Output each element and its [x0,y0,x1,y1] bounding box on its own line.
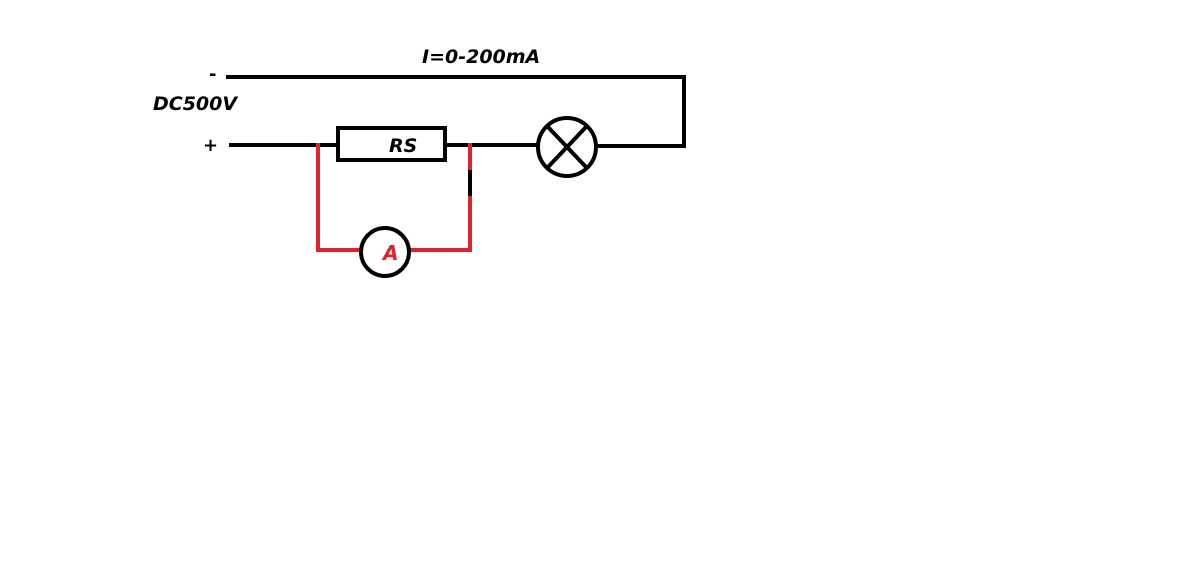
ammeter-label: A [381,241,398,265]
ammeter-branch-left [316,143,363,252]
voltage-label: DC500V [153,93,238,115]
lamp-icon [536,116,598,178]
ammeter-icon [359,226,411,278]
current-label: I=0-200mA [422,46,540,68]
resistor [336,126,447,162]
plus-terminal: + [203,135,218,156]
resistor-label: RS [389,135,417,157]
minus-terminal: - [209,64,216,85]
